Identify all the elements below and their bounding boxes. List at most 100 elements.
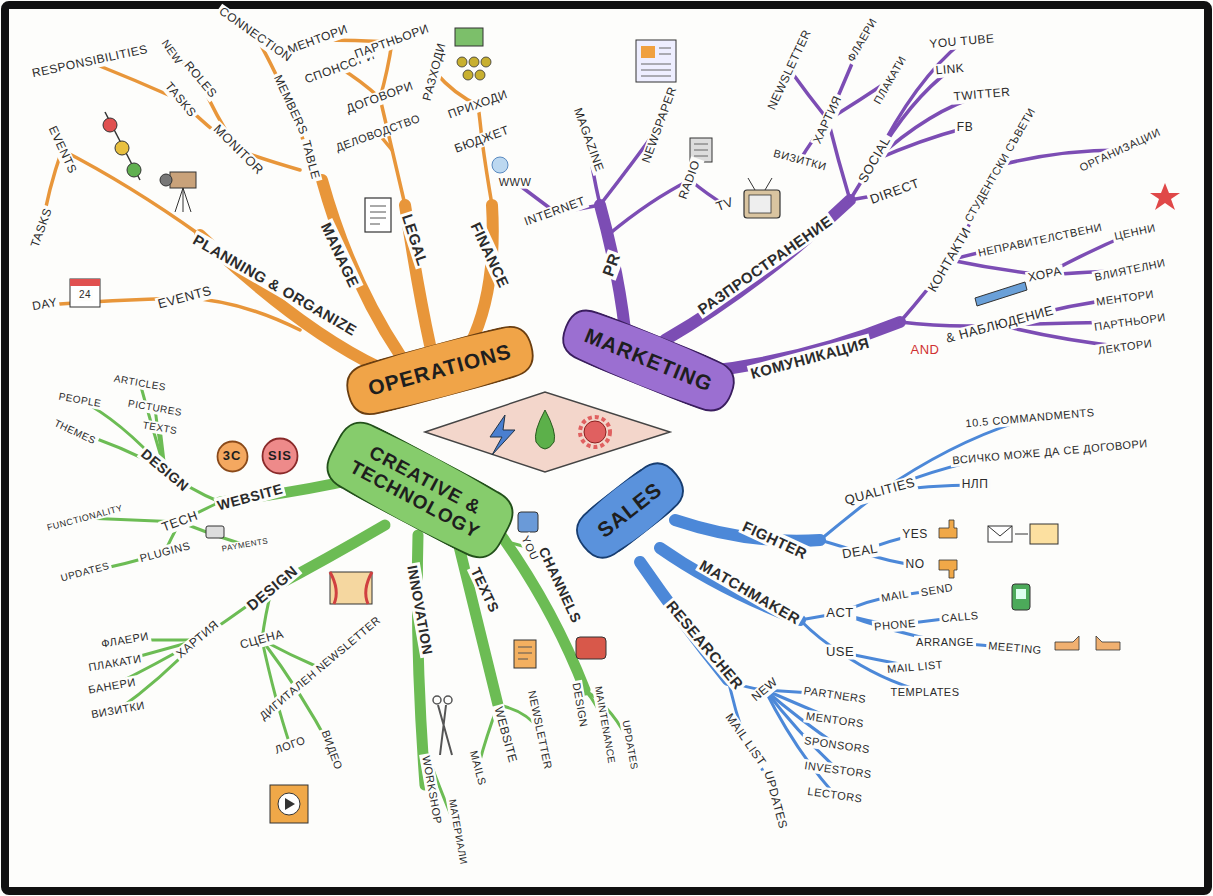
branch-label: TASKS — [28, 205, 56, 252]
icons — [939, 520, 957, 538]
branch-label: RESPONSIBILITIES — [29, 43, 151, 82]
node-shape — [263, 439, 298, 474]
icons — [749, 195, 771, 213]
branch-label: LECTORS — [805, 785, 865, 806]
branch-label: AND — [909, 343, 942, 358]
branch-label: ХОРА — [1025, 264, 1065, 285]
branch-blob: MARKETING — [554, 302, 742, 419]
icons — [1016, 589, 1026, 599]
icons — [1150, 183, 1180, 210]
center-diamond — [580, 417, 610, 447]
icons — [175, 188, 191, 212]
icons — [641, 46, 655, 58]
branch-label: NO — [904, 558, 927, 572]
branch-label: INVESTORS — [802, 759, 875, 782]
branch-label: TASKS — [160, 78, 199, 121]
icons — [278, 793, 300, 815]
branch-label: RADIO — [676, 157, 704, 204]
icons — [694, 144, 708, 156]
node-title: SIS — [268, 449, 292, 464]
branch-label: ВСИЧКО МОЖЕ ДА СЕ ДОГОВОРИ — [950, 437, 1150, 467]
branch-label: MAILS — [467, 747, 489, 788]
center-diamond — [425, 392, 670, 472]
center-diamond — [490, 415, 515, 455]
branch-label: WWW — [497, 176, 534, 189]
branch-label: ВИЗИТКИ — [770, 146, 830, 173]
branch-label: MAIL — [878, 587, 911, 605]
branch-label: MAGAZINE — [569, 104, 606, 175]
branch-label: SPONSORS — [801, 734, 872, 756]
icons — [518, 647, 532, 659]
branch-label: QUALITIES — [841, 475, 919, 509]
branch-label: MEETING — [986, 639, 1045, 657]
branch-label: CALLS — [939, 609, 981, 625]
branch-label: ХАРТИЯ — [810, 92, 846, 148]
node-shape — [567, 453, 692, 568]
branch-label: LINK — [933, 62, 967, 79]
branch-label: MATCHMAKER — [695, 555, 805, 628]
branch-label: ЛОГО — [271, 733, 309, 757]
branch-label: MAIL LIST — [885, 658, 946, 676]
center-diamond — [584, 421, 606, 443]
branch-label: TECH — [158, 508, 202, 536]
branch-label: TWITTER — [951, 85, 1013, 104]
branch-label: DEAL — [839, 541, 881, 563]
branch-label: NEW — [158, 36, 186, 69]
icons — [438, 705, 452, 755]
branch-label: ПАРТНЬОРИ — [1091, 310, 1168, 333]
branch-label: NEWSPAPER — [639, 83, 681, 167]
branch-label: ARRANGE — [914, 636, 976, 649]
icons — [70, 279, 100, 307]
orange-branches — [185, 298, 300, 330]
branch-label: WEBSITE — [213, 480, 286, 514]
orange-branches — [482, 140, 492, 205]
node-title: 3C — [223, 449, 242, 464]
blue-branches — [765, 690, 838, 770]
node-shape — [319, 413, 522, 567]
branch-label: НЛП — [960, 478, 991, 492]
branch-label: INTERNET — [521, 194, 590, 230]
branch-label: ЛЕКТОРИ — [1095, 337, 1155, 358]
branch-label: FB — [955, 121, 975, 135]
icons — [285, 798, 295, 810]
icons — [330, 572, 372, 604]
branch-label: КОНТАКТИ — [925, 223, 976, 296]
circle-node: SIS — [261, 437, 299, 475]
branch-label: YES — [900, 528, 930, 542]
branch-label: MONITOR — [208, 120, 267, 179]
purple-branches — [608, 180, 690, 235]
branch-label: UPDATES — [57, 559, 112, 584]
green-branches — [490, 520, 585, 690]
branch-label: TABLE — [298, 137, 323, 183]
icons — [70, 279, 100, 286]
branch-label: INNOVATION — [404, 562, 436, 658]
icons — [270, 785, 308, 823]
purple-branches — [515, 40, 1135, 347]
icons — [103, 118, 117, 132]
green-branches — [220, 478, 585, 785]
icons — [744, 190, 780, 218]
icons — [455, 28, 483, 46]
branch-label: DAY — [29, 296, 60, 315]
branch-label: LEGAL — [398, 210, 432, 270]
branch-label: DIRECT — [866, 176, 923, 209]
branch-label: PLUGINS — [136, 539, 193, 566]
node-shape — [342, 320, 539, 421]
branch-label: NEWSLETTER — [765, 26, 816, 114]
branch-label: ЦЕННИ — [1111, 221, 1158, 243]
icons — [469, 57, 479, 67]
icons — [641, 48, 671, 76]
branch-label: PHONE — [872, 617, 919, 634]
branch-label: DESIGN — [137, 444, 194, 495]
icons — [518, 512, 538, 532]
icons — [475, 70, 485, 80]
icons — [1015, 534, 1028, 535]
icons — [365, 198, 391, 232]
orange-branches — [42, 35, 493, 368]
center-diamond — [425, 392, 670, 472]
branch-label: TEMPLATES — [888, 686, 961, 699]
branch-label: МАТЕРИАЛИ — [446, 797, 469, 868]
branch-label: PEOPLE — [56, 390, 104, 409]
branch-label: МЕНТОРИ — [1093, 287, 1156, 308]
